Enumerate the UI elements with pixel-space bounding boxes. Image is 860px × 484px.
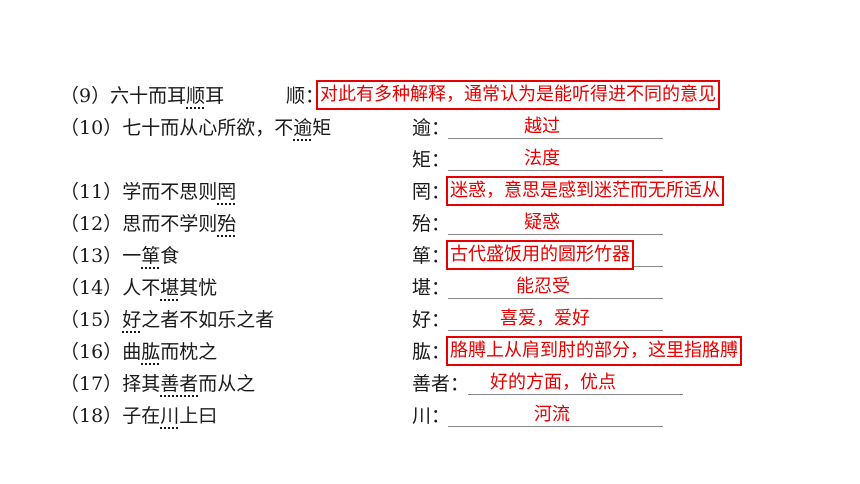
- item-row-10: （10）七十而从心所欲，不逾矩 逾： 越过: [0, 112, 860, 144]
- item-row-18: （18）子在川上曰 川： 河流: [0, 400, 860, 432]
- answer-blank[interactable]: [448, 170, 663, 171]
- item-number: （14）: [60, 277, 123, 299]
- sentence-text: 食: [160, 245, 180, 267]
- item-number: （11）: [60, 181, 123, 203]
- key-word: 善者: [160, 373, 199, 395]
- sentence: （11）学而不思则罔: [60, 180, 236, 204]
- sentence-text: 七十而从心所欲，不: [122, 117, 294, 139]
- key-word: 罔: [217, 181, 237, 203]
- answer-blank[interactable]: [448, 234, 663, 235]
- answer-box: 胳膊上从肩到肘的部分，这里指胳膊: [446, 336, 742, 366]
- item-number: （12）: [60, 213, 123, 235]
- sentence: （16）曲肱而枕之: [60, 340, 217, 364]
- sentence: （9）六十而耳顺耳: [60, 84, 224, 108]
- answer-text: 好的方面，优点: [490, 372, 616, 393]
- sentence: （13）一箪食: [60, 244, 179, 268]
- item-number: （10）: [60, 117, 123, 139]
- term-label: 肱：: [412, 341, 451, 363]
- sentence-text: 而枕之: [160, 341, 218, 363]
- item-row-9: （9）六十而耳顺耳 顺： 对此有多种解释，通常认为是能听得进不同的意见: [0, 80, 860, 112]
- answer-blank[interactable]: [448, 298, 663, 299]
- sentence: （10）七十而从心所欲，不逾矩: [60, 116, 331, 140]
- answer-text: 越过: [524, 116, 560, 137]
- key-word: 逾: [293, 117, 313, 139]
- key-word: 川: [160, 405, 180, 427]
- sentence: （18）子在川上曰: [60, 404, 217, 428]
- term-label: 箪：: [412, 245, 451, 267]
- answer-blank[interactable]: [468, 394, 683, 395]
- sentence-text: 思而不学则: [122, 213, 218, 235]
- key-word: 箪: [141, 245, 161, 267]
- item-row-13: （13）一箪食 箪： 古代盛饭用的圆形竹器: [0, 240, 860, 272]
- answer-box: 古代盛饭用的圆形竹器: [446, 240, 634, 270]
- item-row-14: （14）人不堪其忧 堪： 能忍受: [0, 272, 860, 304]
- sentence-text: 耳: [205, 85, 225, 107]
- term-label: 逾：: [412, 117, 451, 139]
- sentence-text: 一: [122, 245, 142, 267]
- term-label: 顺：: [286, 85, 325, 107]
- sentence: （17）择其善者而从之: [60, 372, 255, 396]
- item-row-10b: 矩： 法度: [0, 144, 860, 176]
- sentence: （14）人不堪其忧: [60, 276, 217, 300]
- term-label: 殆：: [412, 213, 451, 235]
- term-label: 好：: [412, 309, 451, 331]
- key-word: 堪: [160, 277, 180, 299]
- term-label: 川：: [412, 405, 451, 427]
- sentence-text: 而从之: [198, 373, 256, 395]
- answer-text: 疑惑: [524, 212, 560, 233]
- sentence: （15）好之者不如乐之者: [60, 308, 274, 332]
- item-row-15: （15）好之者不如乐之者 好： 喜爱，爱好: [0, 304, 860, 336]
- sentence-text: 之者不如乐之者: [141, 309, 275, 331]
- key-word: 肱: [141, 341, 161, 363]
- item-number: （13）: [60, 245, 123, 267]
- item-row-17: （17）择其善者而从之 善者： 好的方面，优点: [0, 368, 860, 400]
- key-word: 殆: [217, 213, 237, 235]
- item-number: （9）: [60, 85, 111, 107]
- term-label: 矩：: [412, 149, 451, 171]
- sentence-text: 矩: [312, 117, 332, 139]
- item-number: （17）: [60, 373, 123, 395]
- sentence-text: 上曰: [179, 405, 218, 427]
- item-number: （16）: [60, 341, 123, 363]
- item-number: （18）: [60, 405, 123, 427]
- answer-box: 对此有多种解释，通常认为是能听得进不同的意见: [316, 80, 720, 110]
- sentence-text: 择其: [122, 373, 161, 395]
- item-row-11: （11）学而不思则罔 罔： 迷惑，意思是感到迷茫而无所适从: [0, 176, 860, 208]
- sentence-text: 学而不思则: [122, 181, 218, 203]
- sentence-text: 其忧: [179, 277, 218, 299]
- sentence-text: 六十而耳: [110, 85, 187, 107]
- item-row-16: （16）曲肱而枕之 肱： 胳膊上从肩到肘的部分，这里指胳膊: [0, 336, 860, 368]
- sentence-text: 子在: [122, 405, 161, 427]
- answer-text: 法度: [524, 148, 560, 169]
- term-label: 善者：: [412, 373, 470, 395]
- key-word: 顺: [186, 85, 206, 107]
- answer-text: 河流: [534, 404, 570, 425]
- term-label: 堪：: [412, 277, 451, 299]
- item-row-12: （12）思而不学则殆 殆： 疑惑: [0, 208, 860, 240]
- answer-blank[interactable]: [448, 426, 663, 427]
- key-word: 好: [122, 309, 142, 331]
- answer-text: 喜爱，爱好: [500, 308, 590, 329]
- sentence: （12）思而不学则殆: [60, 212, 236, 236]
- answer-box: 迷惑，意思是感到迷茫而无所适从: [446, 176, 724, 206]
- item-number: （15）: [60, 309, 123, 331]
- answer-blank[interactable]: [448, 330, 663, 331]
- answer-text: 能忍受: [516, 276, 570, 297]
- answer-blank[interactable]: [448, 138, 663, 139]
- term-label: 罔：: [412, 181, 451, 203]
- sentence-text: 人不: [122, 277, 161, 299]
- sentence-text: 曲: [122, 341, 142, 363]
